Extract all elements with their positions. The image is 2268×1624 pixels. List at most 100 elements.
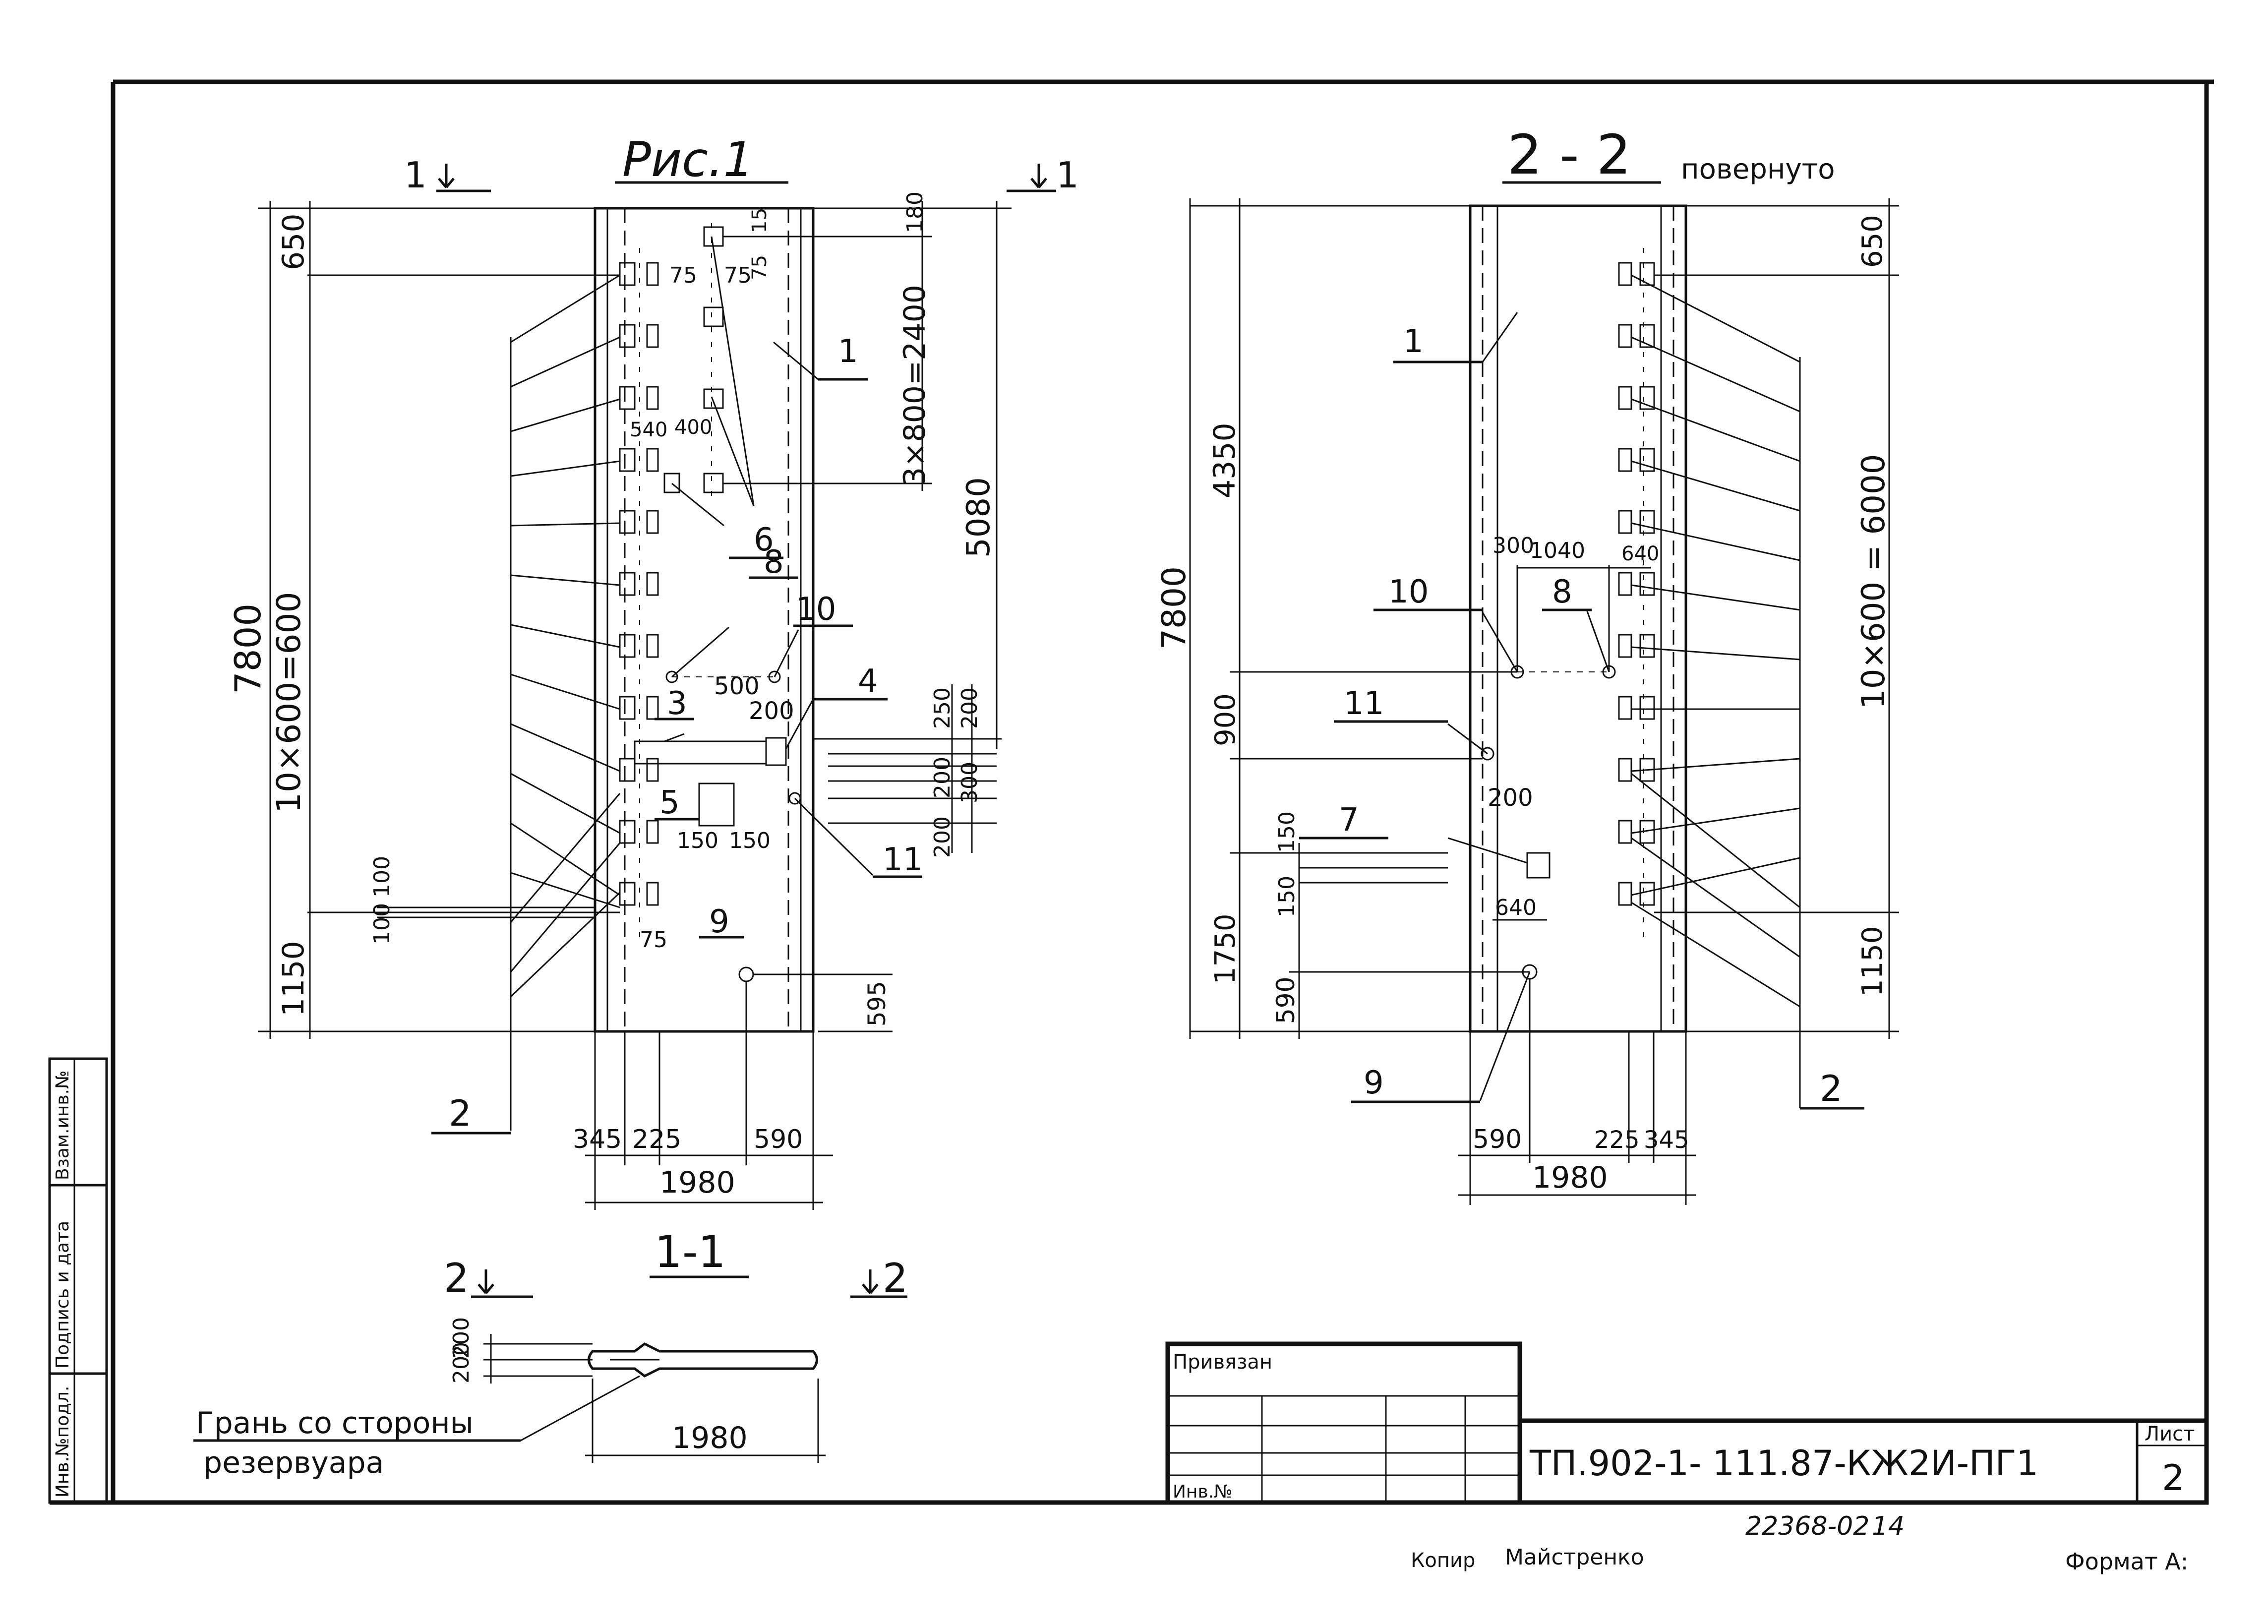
title-inv: Инв.№ — [1173, 1482, 1233, 1502]
fig1-view: Рис.1 1 1 — [227, 132, 1079, 1210]
fig1-hole-9 — [738, 966, 754, 982]
stamp-sign-date: Подпись и дата — [53, 1221, 73, 1369]
fig1-dim-250: 250 — [930, 687, 955, 729]
section11-dim-200b: 200 — [449, 1342, 474, 1383]
section22-dim-1750: 1750 — [1209, 913, 1242, 984]
section22-label-2: 2 — [1820, 1068, 1843, 1109]
stamp-inv-orig: Инв.№подл. — [53, 1386, 73, 1498]
section22-dim-6000: 10×600 = 6000 — [1855, 454, 1892, 709]
fig1-label-3: 3 — [667, 685, 687, 722]
fig1-dim-595: 595 — [863, 981, 891, 1026]
section11-face-label-2: резервуара — [203, 1445, 384, 1480]
section22-dim-590: 590 — [1271, 977, 1300, 1024]
fig1-dim-590: 590 — [754, 1125, 803, 1154]
fig1-dims-right: 180 3×800=2400 5080 250 200 200 300 200 … — [723, 191, 1012, 1032]
fig1-label-5: 5 — [659, 784, 680, 821]
section22-dim-640b: 640 — [1495, 895, 1537, 920]
fig1-cut-left: 1 — [404, 154, 427, 196]
footer-copier: Майстренко — [1505, 1545, 1644, 1570]
footer-order-suffix: 14 — [1872, 1511, 1905, 1541]
fig1-dim-400: 400 — [674, 416, 712, 439]
footer: 22368-02 14 Копир Майстренко Формат А: — [1411, 1511, 2188, 1575]
section11-dim-200a: 200 — [449, 1317, 474, 1359]
fig1-element-3-4 — [634, 740, 767, 765]
fig1-dim-150a: 150 — [677, 828, 718, 853]
section11-cut-left: 2 — [444, 1255, 469, 1301]
section11-title: 1-1 — [655, 1226, 726, 1277]
side-stamp: Инв.№подл. Подпись и дата Взам.инв.№ — [48, 1057, 108, 1504]
title-sheet-no: 2 — [2162, 1457, 2185, 1499]
section11-face-label-1: Грань со стороны — [196, 1406, 474, 1441]
fig1-label-8: 8 — [764, 544, 784, 581]
section22-dim-900: 900 — [1209, 693, 1242, 746]
section22-leaders-2: 2 — [1631, 274, 1864, 1110]
fig1-dims-left: 7800 10×600=600 650 1150 100 100 — [227, 201, 620, 1039]
fig1-dim-15: 15 — [748, 208, 771, 233]
section22-element-7 — [1526, 852, 1551, 879]
section22-hole-11 — [1481, 747, 1494, 761]
fig1-dim-200r: 200 — [957, 687, 982, 729]
fig1-dim-1150: 1150 — [276, 941, 311, 1017]
section22-subtitle: повернуто — [1681, 153, 1835, 185]
fig1-dim-75c: 75 — [748, 255, 771, 280]
section22-dim-1150: 1150 — [1856, 926, 1889, 997]
fig1-panel — [594, 207, 815, 1033]
section22-dim-7800: 7800 — [1155, 566, 1193, 650]
section22-label-7: 7 — [1339, 802, 1359, 839]
section22-dim-590b: 590 — [1473, 1125, 1522, 1154]
fig1-dim-5080: 5080 — [960, 477, 997, 558]
section11-cut-right: 2 — [883, 1255, 908, 1301]
section22-label-8: 8 — [1552, 574, 1572, 610]
title-sheet-label: Лист — [2145, 1423, 2195, 1445]
title-block: Привязан Инв.№ ТП.902-1- 111.87-КЖ2И-ПГ1… — [1165, 1341, 2209, 1505]
fig1-label-1: 1 — [838, 333, 858, 370]
section22-dim-225: 225 — [1594, 1126, 1640, 1154]
section22-dim-345: 345 — [1644, 1126, 1689, 1154]
section22-dims-inner: 300 1040 640 200 640 — [1488, 533, 1659, 921]
section22-dims-right: 650 10×600 = 6000 1150 — [1654, 198, 1899, 1039]
fig1-label-4: 4 — [858, 663, 878, 700]
section22-embed-plates — [1618, 262, 1655, 906]
fig1-label-11: 11 — [883, 842, 923, 878]
fig1-dim-540: 540 — [630, 419, 667, 441]
fig1-dim-200c: 200 — [749, 697, 794, 725]
fig1-dims-bottom: 345 225 590 1980 — [573, 982, 833, 1210]
section22-dim-1040: 1040 — [1530, 538, 1585, 563]
fig1-dim-345: 345 — [573, 1125, 622, 1154]
section22-dim-300: 300 — [1492, 533, 1534, 558]
fig1-dim-100b: 100 — [369, 903, 395, 945]
fig1-label-9: 9 — [709, 903, 729, 940]
section22-dim-640a: 640 — [1621, 542, 1659, 565]
section22-dim-200: 200 — [1488, 784, 1533, 812]
section22-label-1: 1 — [1403, 323, 1424, 360]
fig1-dims-inner: 75 75 75 15 540 400 500 200 150 150 75 — [630, 208, 794, 953]
fig1-dim-225: 225 — [632, 1125, 681, 1154]
section22-dim-1980: 1980 — [1532, 1160, 1608, 1195]
section22-dim-4350: 4350 — [1207, 422, 1242, 498]
footer-format: Формат А: — [2065, 1548, 2188, 1575]
fig1-dim-7800: 7800 — [227, 603, 269, 694]
fig1-label-6: 6 — [754, 522, 774, 558]
title-bound: Привязан — [1173, 1351, 1272, 1374]
fig1-dim-200r2: 200 — [930, 757, 955, 798]
stamp-replace-inv: Взам.инв.№ — [53, 1070, 73, 1180]
fig1-dim-200r3: 200 — [930, 816, 955, 858]
section22-dims-left: 7800 4350 900 1750 590 150 150 — [1155, 198, 1530, 1039]
fig1-cut-right: 1 — [1056, 154, 1079, 196]
section22-label-11: 11 — [1344, 685, 1384, 722]
fig1-dim-75d: 75 — [640, 927, 667, 953]
fig1-dim-1980: 1980 — [659, 1165, 735, 1200]
footer-copied: Копир — [1411, 1549, 1475, 1572]
fig1-dim-75a: 75 — [669, 263, 697, 288]
fig1-dim-500: 500 — [714, 672, 760, 700]
title-doc-code: ТП.902-1- 111.87-КЖ2И-ПГ1 — [1529, 1443, 2038, 1484]
section22-title: 2 - 2 — [1507, 123, 1631, 186]
fig1-title: Рис.1 — [622, 132, 754, 187]
fig1-label-2: 2 — [449, 1092, 472, 1134]
section22-label-10: 10 — [1388, 574, 1429, 610]
section22-dims-bottom: 590 225 345 1980 — [1458, 979, 1696, 1205]
section11-dim-1980: 1980 — [672, 1421, 748, 1455]
fig1-hole-11 — [788, 792, 801, 805]
fig1-label-10: 10 — [796, 591, 836, 628]
